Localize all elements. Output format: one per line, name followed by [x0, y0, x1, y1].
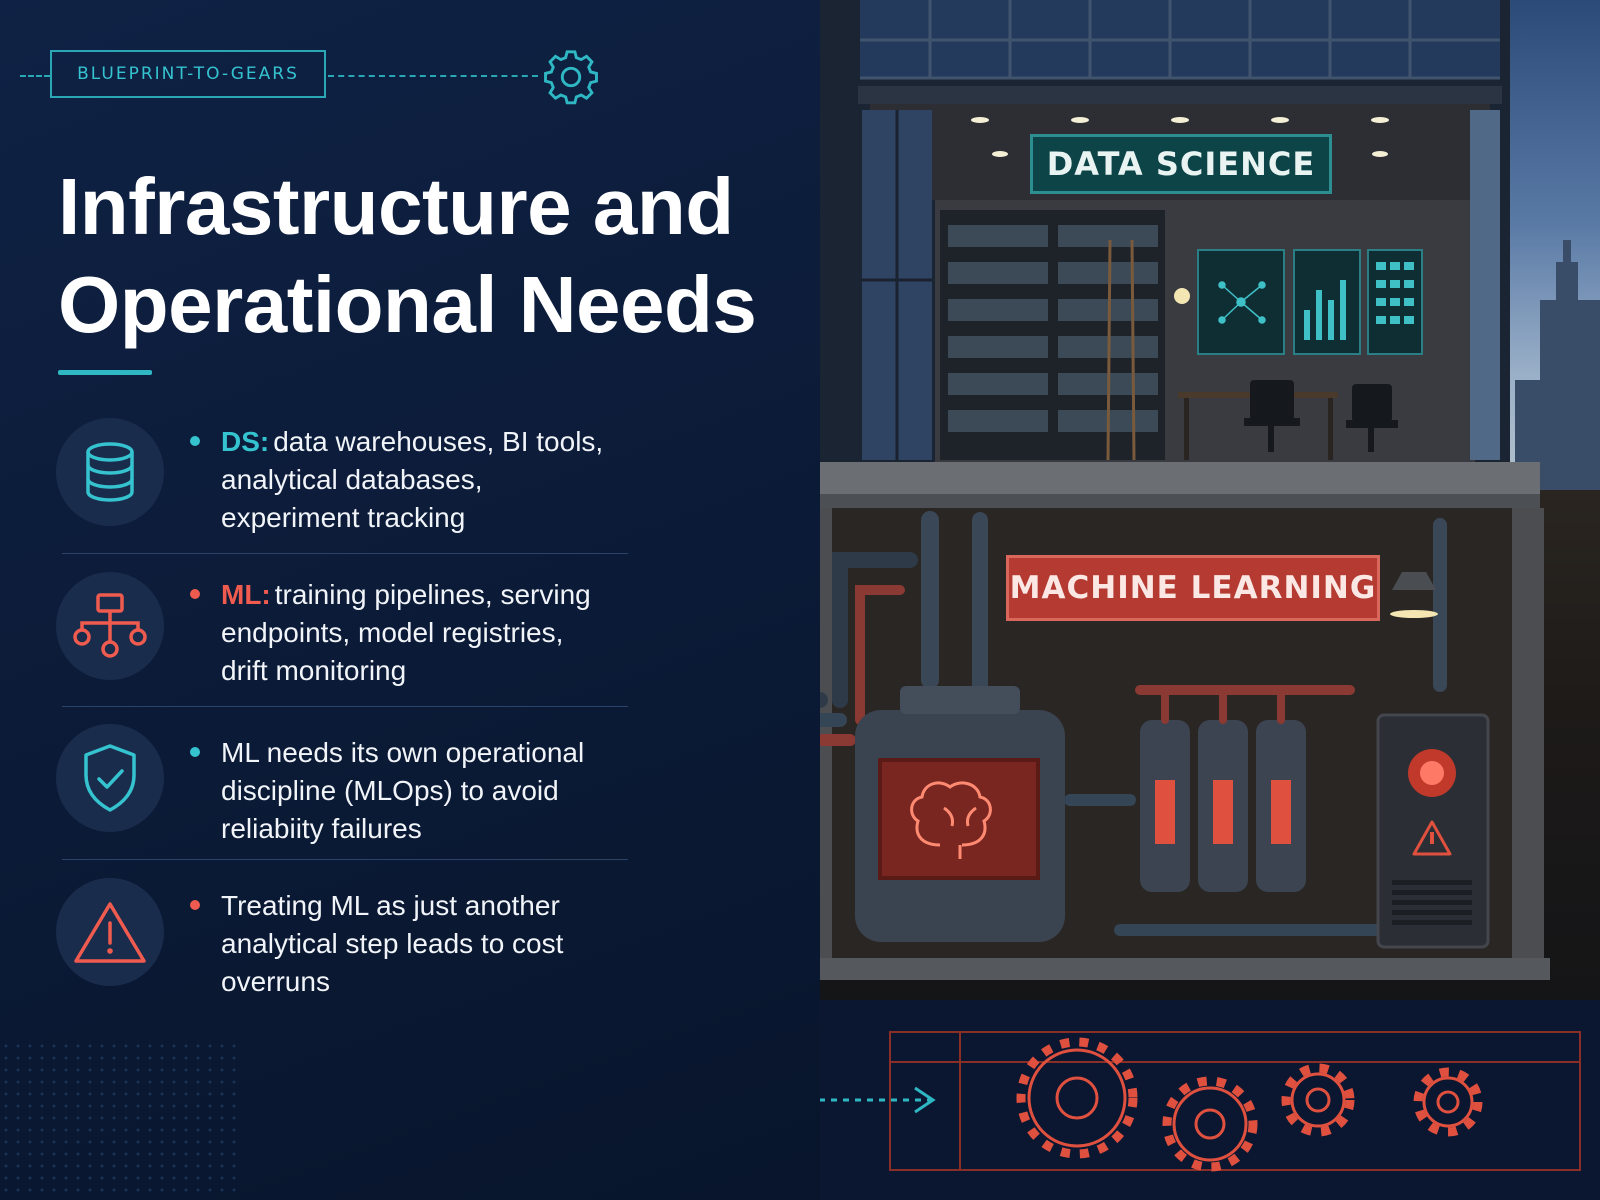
title-underline	[58, 370, 152, 375]
data-science-sign: DATA SCIENCE	[1030, 134, 1332, 194]
building-illustration: DATA SCIENCE MACHINE LEARNING	[820, 0, 1600, 1200]
warning-icon-badge	[56, 878, 164, 986]
gear-icon	[544, 50, 598, 105]
warning-icon	[74, 902, 146, 963]
title-line-2: Operational Needs	[58, 260, 757, 349]
divider	[62, 706, 628, 707]
shield-check-icon	[84, 744, 136, 812]
page-title: Infrastructure and Operational Needs	[58, 158, 758, 354]
upper-floor	[820, 0, 1540, 508]
item-lead: ML:	[221, 579, 271, 610]
badge-label: BLUEPRINT-TO-GEARS	[77, 64, 299, 84]
bullet-dot	[190, 747, 200, 757]
database-icon	[86, 442, 134, 502]
blueprint-to-gears-diagram	[820, 1031, 1581, 1172]
list-item-cost: Treating ML as just another analytical s…	[190, 887, 610, 1001]
list-item-ml: ML:training pipelines, serving endpoints…	[190, 576, 610, 690]
machine-learning-sign: MACHINE LEARNING	[1006, 555, 1380, 621]
item-text: Treating ML as just another analytical s…	[221, 890, 564, 997]
illustration-art	[820, 0, 1600, 1172]
bullet-dot	[190, 589, 200, 599]
item-text: data warehouses, BI tools, analytical da…	[221, 426, 604, 533]
basement	[820, 508, 1550, 980]
divider	[62, 553, 628, 554]
dot-grid-decoration	[0, 1040, 240, 1200]
dashed-line-left	[20, 75, 50, 77]
workflow-icon-badge	[56, 572, 164, 680]
left-panel: BLUEPRINT-TO-GEARS Infrastructure and Op…	[0, 0, 820, 1200]
item-lead: DS:	[221, 426, 270, 457]
ds-sign-label: DATA SCIENCE	[1046, 145, 1316, 183]
blueprint-band	[820, 1000, 1600, 1200]
shield-check-icon-badge	[56, 724, 164, 832]
title-line-1: Infrastructure and	[58, 162, 734, 251]
bullet-dot	[190, 900, 200, 910]
item-text: ML needs its own operational discipline …	[221, 737, 585, 844]
list-item-mlops: ML needs its own operational discipline …	[190, 734, 610, 848]
blueprint-badge: BLUEPRINT-TO-GEARS	[50, 50, 326, 98]
dashed-line-right	[328, 75, 538, 77]
skyline	[1515, 240, 1600, 490]
ml-sign-label: MACHINE LEARNING	[1009, 570, 1377, 606]
database-icon-badge	[56, 418, 164, 526]
workflow-icon	[73, 593, 147, 658]
divider	[62, 859, 628, 860]
list-item-ds: DS:data warehouses, BI tools, analytical…	[190, 423, 610, 537]
item-text: training pipelines, serving endpoints, m…	[221, 579, 591, 686]
bullet-dot	[190, 436, 200, 446]
